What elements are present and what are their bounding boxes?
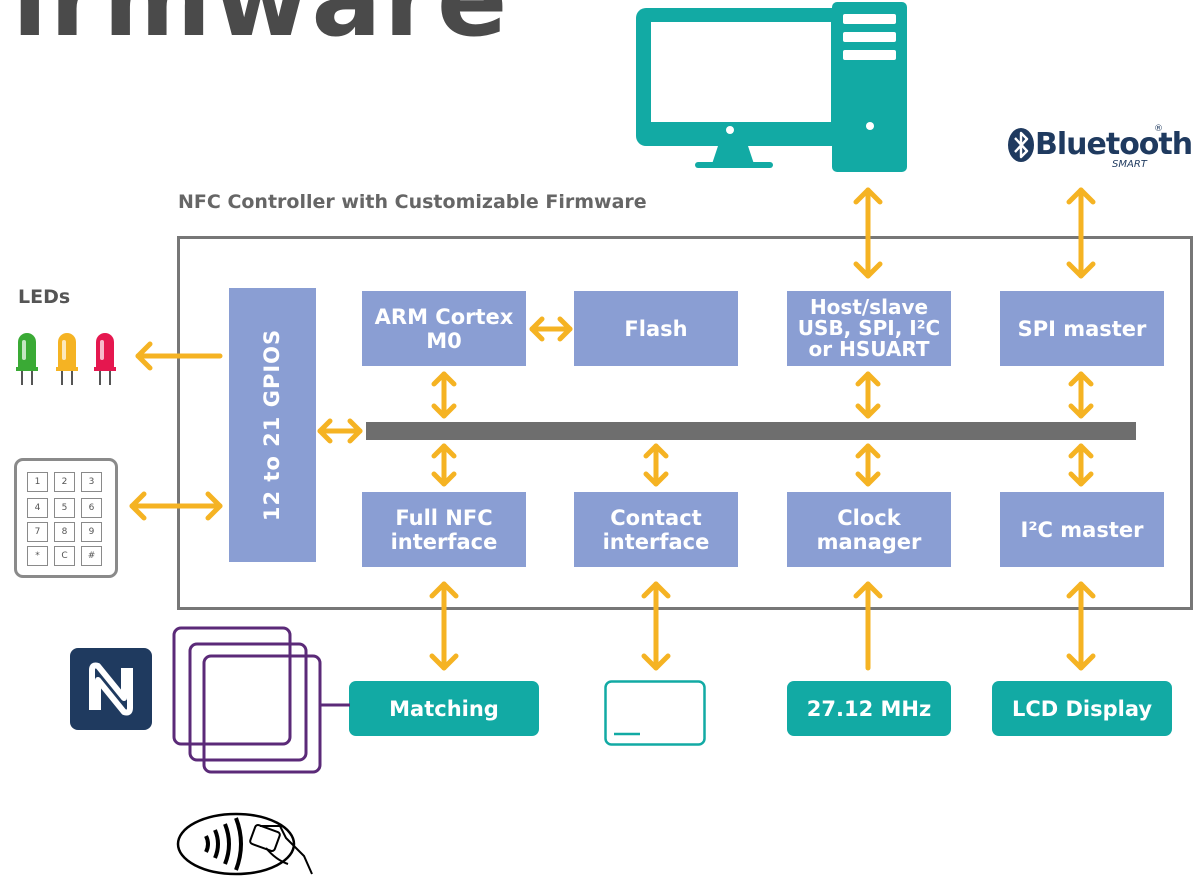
controller-frame <box>177 236 1193 610</box>
leds-label: LEDs <box>18 286 71 308</box>
full-nfc-interface-block: Full NFC interface <box>362 492 526 567</box>
bluetooth-registered-mark: ® <box>1154 124 1163 134</box>
contact-interface-block: Contact interface <box>574 492 738 567</box>
keypad-key: C <box>54 546 75 566</box>
bluetooth-icon <box>1008 128 1034 162</box>
led-icons <box>16 333 116 385</box>
computer-icon <box>636 2 907 172</box>
i2c-master-block: I²C master <box>1000 492 1164 567</box>
arrow-bluetooth-spi <box>1066 187 1096 279</box>
spi-master-block: SPI master <box>1000 291 1164 366</box>
arrow-arm-bus <box>431 371 457 419</box>
arrow-nfc-matching <box>429 581 459 671</box>
red-led-icon <box>94 333 116 385</box>
keypad-key: 4 <box>27 498 48 518</box>
arm-cortex-block: ARM Cortex M0 <box>362 291 526 366</box>
arrow-spi-bus <box>1068 371 1094 419</box>
page-title: irmware <box>12 0 509 60</box>
keypad-key: 7 <box>27 522 48 542</box>
keypad-key: 1 <box>27 472 48 492</box>
gpio-block <box>229 288 316 562</box>
arrow-arm-flash <box>529 316 573 342</box>
arrow-host-bus <box>855 371 881 419</box>
bluetooth-smart-label: SMART <box>1112 159 1147 170</box>
arrow-contact-card <box>641 581 671 671</box>
arrow-gpio-bus <box>317 418 363 444</box>
nfc-n-mark-icon <box>70 648 152 730</box>
arrow-bus-contact <box>643 443 669 487</box>
arrow-bus-i2c <box>1068 443 1094 487</box>
keypad-key: 3 <box>81 472 102 492</box>
keypad-key: 5 <box>54 498 75 518</box>
arrow-i2c-lcd <box>1066 581 1096 671</box>
arrow-computer-host <box>853 187 883 279</box>
bluetooth-logo-text: Bluetooth <box>1035 127 1193 162</box>
internal-bus <box>366 422 1136 440</box>
clock-manager-block: Clock manager <box>787 492 951 567</box>
arrow-bus-clock <box>855 443 881 487</box>
contactless-payment-icon <box>176 812 313 876</box>
keypad-key: 9 <box>81 522 102 542</box>
keypad-key: 8 <box>54 522 75 542</box>
keypad-key: # <box>81 546 102 566</box>
smart-card-icon <box>604 680 706 746</box>
matching-block: Matching <box>349 681 539 736</box>
keypad-key: * <box>27 546 48 566</box>
diagram-subtitle: NFC Controller with Customizable Firmwar… <box>178 191 647 213</box>
clock-frequency-block: 27.12 MHz <box>787 681 951 736</box>
antenna-icon <box>172 626 350 774</box>
keypad-key: 6 <box>81 498 102 518</box>
lcd-display-block: LCD Display <box>992 681 1172 736</box>
keypad-key: 2 <box>54 472 75 492</box>
host-slave-block: Host/slave USB, SPI, I²C or HSUART <box>787 291 951 366</box>
arrow-clock-crystal <box>853 581 883 671</box>
arrow-gpio-leds <box>135 341 223 371</box>
arrow-bus-nfc <box>431 443 457 487</box>
flash-block: Flash <box>574 291 738 366</box>
green-led-icon <box>16 333 38 385</box>
arrow-keypad-gpio <box>129 491 223 521</box>
yellow-led-icon <box>56 333 78 385</box>
